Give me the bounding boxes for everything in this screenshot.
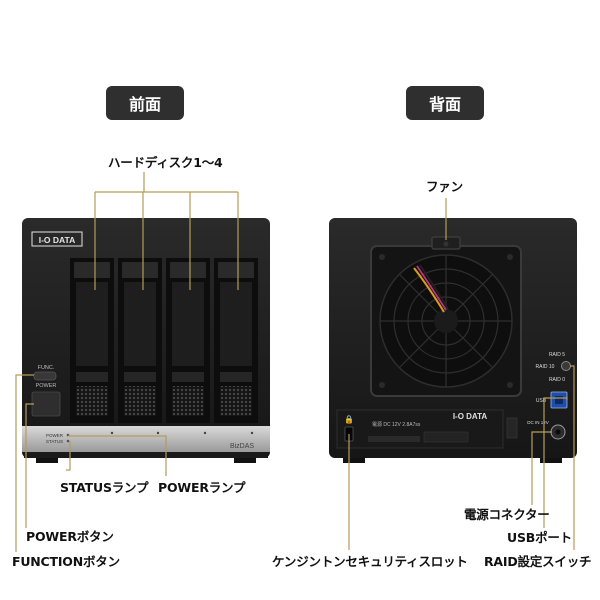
callout-power-connector: 電源コネクター: [464, 507, 550, 522]
front-brand-text: I-O DATA: [39, 235, 76, 245]
drive-3-led: [203, 431, 207, 435]
front-silver-strip: [22, 426, 270, 452]
rating-text: 電源 DC 12V 2.8A7ss: [372, 421, 421, 428]
raid-5-label: RAID 5: [549, 352, 565, 358]
drive-bay-4[interactable]: [214, 258, 258, 423]
func-button-label: FUNC.: [38, 365, 55, 371]
callout-leaders: [15, 172, 575, 552]
callout-power-lamp: POWERランプ: [158, 480, 246, 495]
callout-power-button: POWERボタン: [26, 529, 114, 544]
drive-bays: [70, 258, 258, 423]
front-view-badge: 前面: [106, 86, 184, 120]
front-unit: I-O DATA FUNC. POWER POWER STATUS BizDAS: [22, 218, 270, 463]
callout-kensington: ケンジントンセキュリティスロット: [272, 554, 468, 569]
model-name: BizDAS: [230, 443, 254, 450]
func-button[interactable]: [33, 371, 57, 381]
raid-10-label: RAID 10: [536, 364, 555, 370]
back-brand-text: I-O DATA: [453, 412, 488, 421]
power-button-label: POWER: [36, 383, 57, 389]
callout-function-button: FUNCTIONボタン: [12, 554, 120, 569]
drive-bay-3[interactable]: [166, 258, 210, 423]
fan: [370, 236, 522, 397]
callout-fan: ファン: [426, 179, 463, 194]
power-led-label: POWER: [46, 433, 64, 438]
callout-usb-port: USBポート: [507, 530, 572, 545]
power-button[interactable]: [31, 391, 61, 417]
lock-icon: 🔒: [344, 415, 354, 424]
status-led-label: STATUS: [46, 439, 63, 444]
back-unit: 🔒 電源 DC 12V 2.8A7ss I-O DATA RAID 5 RAID…: [329, 218, 577, 463]
front-brand-logo: [31, 231, 83, 247]
drive-bay-2[interactable]: [118, 258, 162, 423]
callout-drives: ハードディスク1〜4: [108, 155, 223, 170]
back-view-badge: 背面: [406, 86, 484, 120]
callout-raid-switch: RAID設定スイッチ: [484, 554, 592, 569]
drive-4-led: [250, 431, 254, 435]
drive-bay-1[interactable]: [70, 258, 114, 423]
usb-label: USB: [536, 398, 547, 404]
raid-0-label: RAID 0: [549, 377, 565, 383]
status-led: [66, 439, 70, 443]
dc-in-label: DC IN 12V: [527, 420, 549, 425]
drive-2-led: [156, 431, 160, 435]
callout-status-lamp: STATUSランプ: [60, 480, 149, 495]
drive-1-led: [110, 431, 114, 435]
raid-switch[interactable]: [561, 361, 571, 371]
